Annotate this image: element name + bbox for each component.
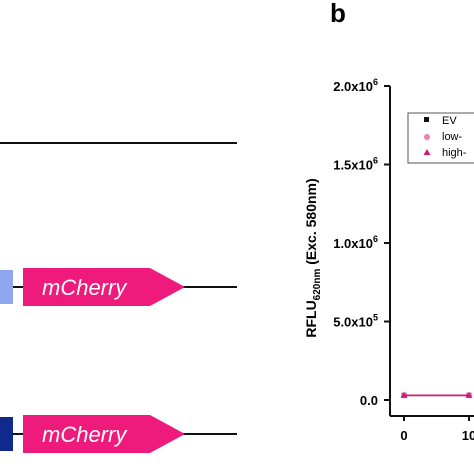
legend-label: low- [442,131,463,143]
y-tick-mantissa: 0.0 [360,393,378,408]
y-tick-mantissa: 1.0x10 [333,236,373,251]
construct-panel: mCherry mCherry [0,142,237,453]
y-tick-label: 2.0x106 [333,77,378,94]
y-tick-mantissa: 2.0x10 [333,79,373,94]
construct-low: mCherry [0,268,237,306]
y-tick-label: 1.5x106 [333,156,378,173]
mcherry-label: mCherry [42,422,128,447]
promoter-box-light [0,270,13,304]
circle-marker [424,134,430,140]
y-tick-label: 0.0 [360,393,378,408]
y-tick-exponent: 5 [373,313,378,323]
y-tick-mantissa: 5.0x10 [333,315,373,330]
y-tick-exponent: 6 [373,77,378,87]
legend-item-low: low- [424,131,463,143]
y-tick-label: 5.0x105 [333,313,378,330]
mcherry-label: mCherry [42,275,128,300]
panel-letter: b [330,0,346,28]
y-axis-title: RFLU620nm (Exc. 580nm) [303,178,323,337]
legend-label: high- [442,147,467,159]
promoter-box-dark [0,417,13,451]
y-tick-exponent: 6 [373,234,378,244]
legend-box [407,112,474,164]
y-axis-title-tail: (Exc. 580nm) [303,178,319,268]
data-point [465,391,473,398]
series-layer [400,391,473,399]
x-tick-label: 0 [400,428,407,443]
x-ticks: 0 10 [400,416,474,443]
data-point [400,391,408,398]
x-tick-label: 10 [462,428,474,443]
legend-label: EV [442,115,457,127]
y-axis-title-main: RFLU [303,300,319,337]
y-tick-label: 1.0x106 [333,234,378,251]
mcherry-arrow [23,268,185,306]
triangle-marker [423,149,431,155]
y-axis-title-sub: 620nm [312,269,323,301]
y-tick-mantissa: 1.5x10 [333,158,373,173]
legend: EV low- high- [407,112,474,164]
legend-item-ev: EV [424,115,457,127]
legend-item-high: high- [423,147,467,159]
construct-high: mCherry [0,415,237,453]
mcherry-arrow [23,415,185,453]
chart: RFLU620nm (Exc. 580nm) 0.05.0x1051.0x106… [303,77,474,443]
square-marker [424,117,429,122]
y-tick-exponent: 6 [373,156,378,166]
